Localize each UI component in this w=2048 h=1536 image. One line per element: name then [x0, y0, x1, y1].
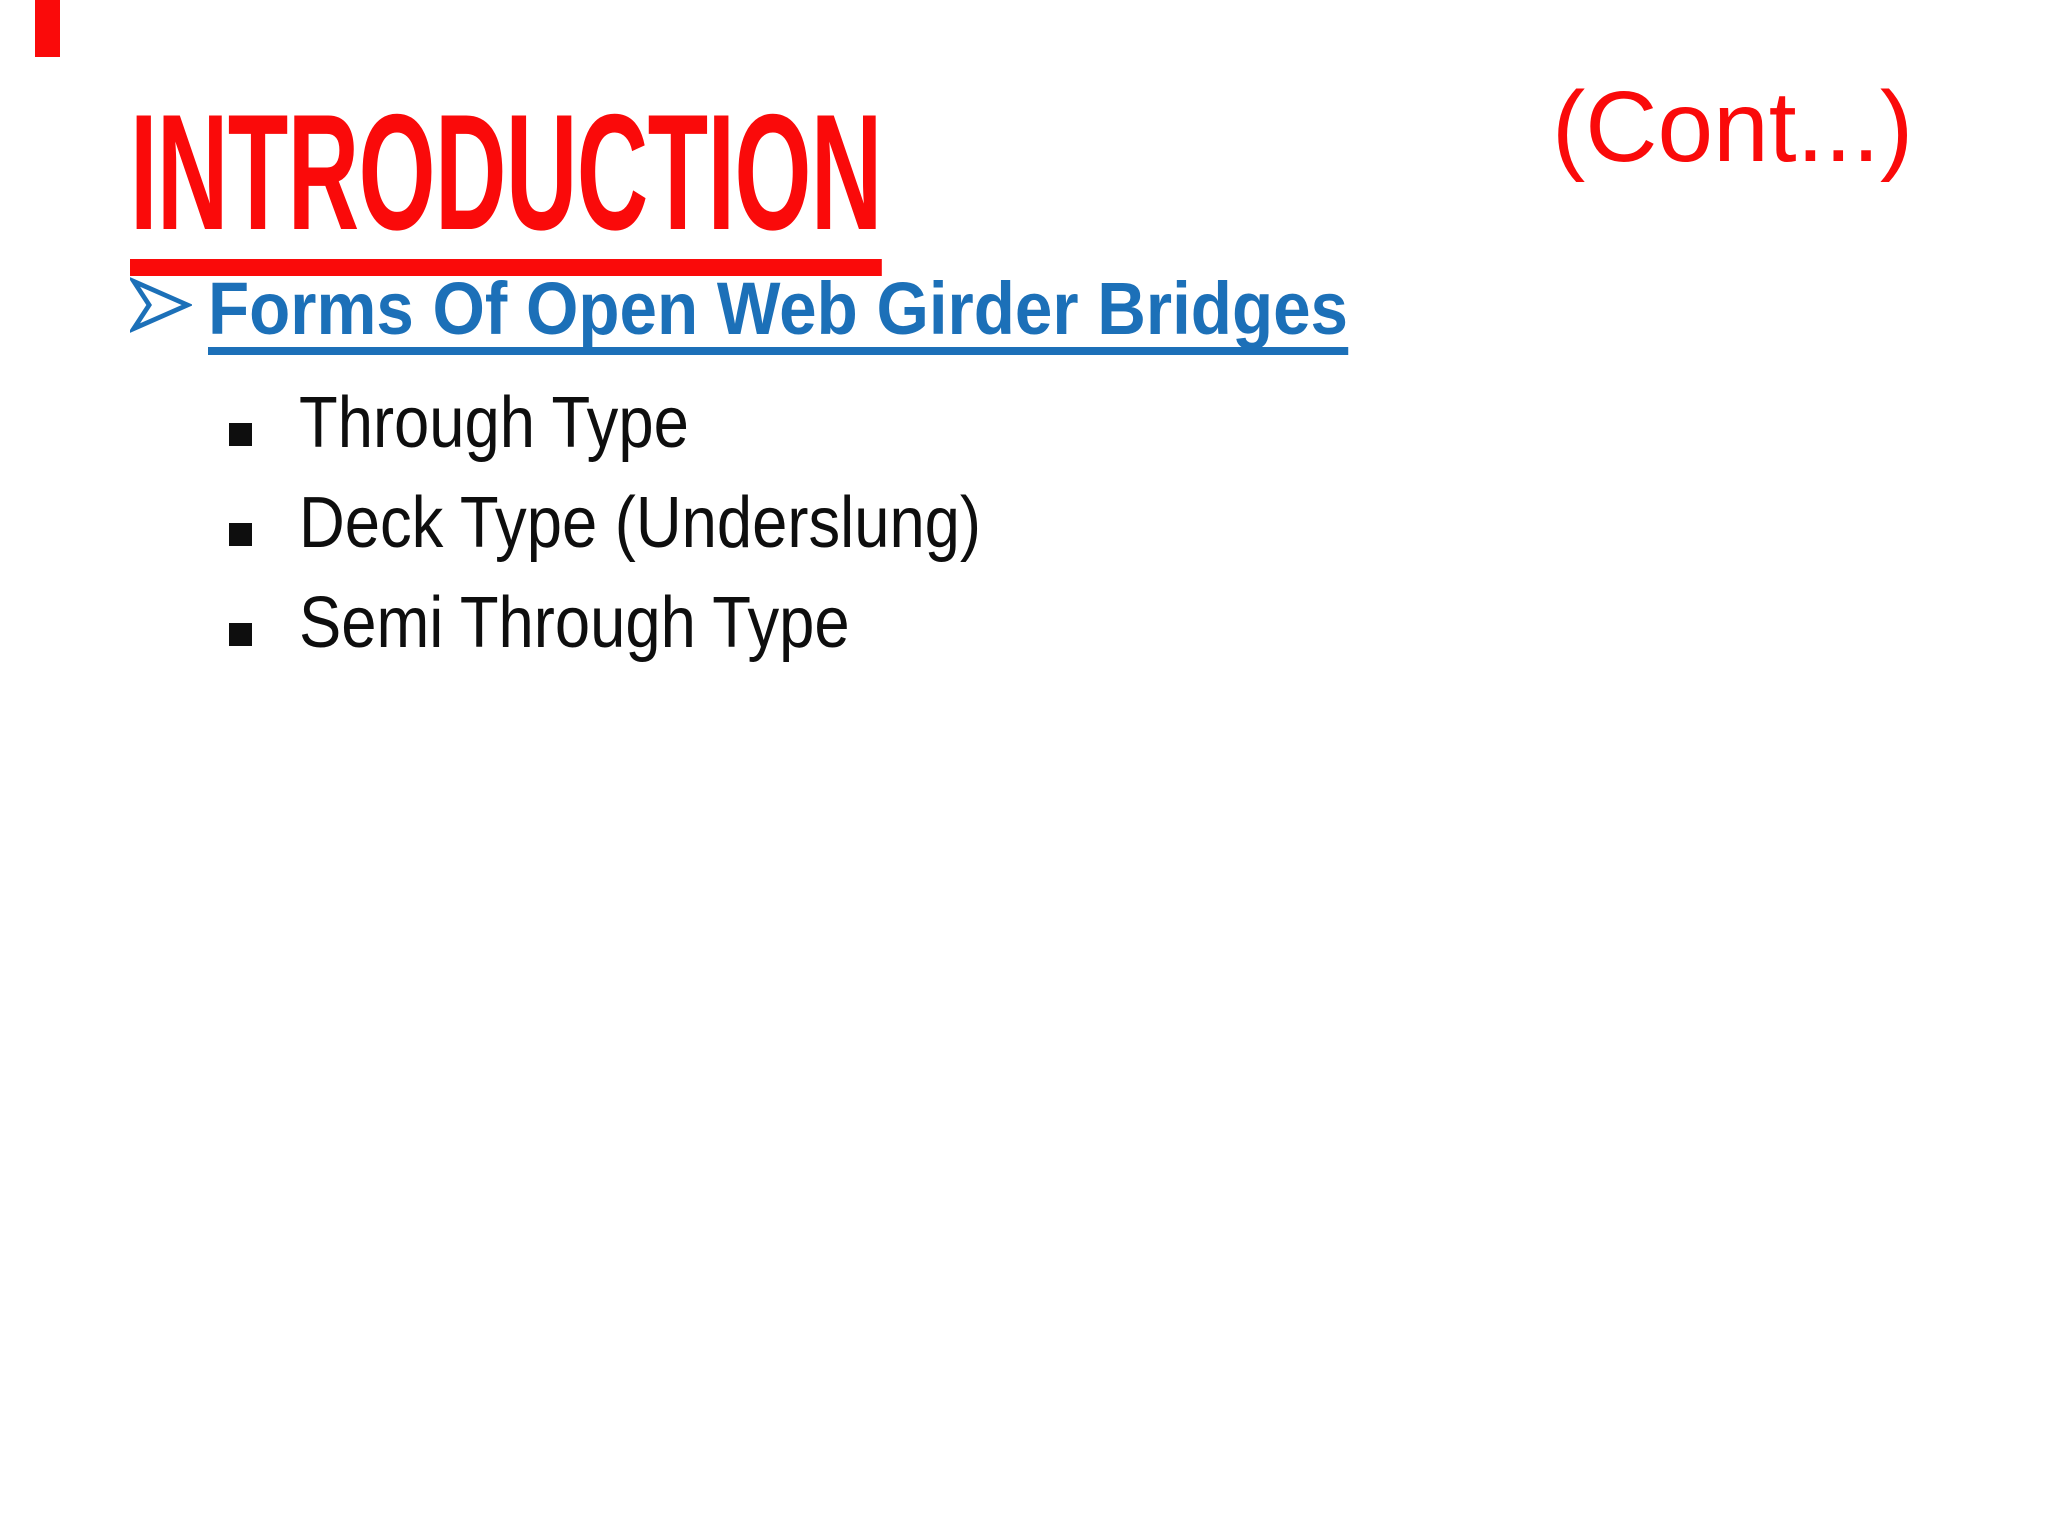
- list-item-label: Deck Type (Underslung): [299, 483, 982, 563]
- square-bullet-icon: [229, 623, 252, 646]
- list-item-label: Semi Through Type: [299, 583, 850, 663]
- slide-title-continuation: (Cont...): [1552, 71, 1914, 183]
- slide-title: INTRODUCTION: [130, 90, 882, 276]
- section-heading: Forms Of Open Web Girder Bridges: [208, 272, 1348, 355]
- square-bullet-icon: [229, 523, 252, 546]
- red-corner-mark: [35, 0, 60, 57]
- arrowhead-right-icon: [130, 277, 192, 333]
- list-item-label: Through Type: [299, 383, 689, 463]
- square-bullet-icon: [229, 423, 252, 446]
